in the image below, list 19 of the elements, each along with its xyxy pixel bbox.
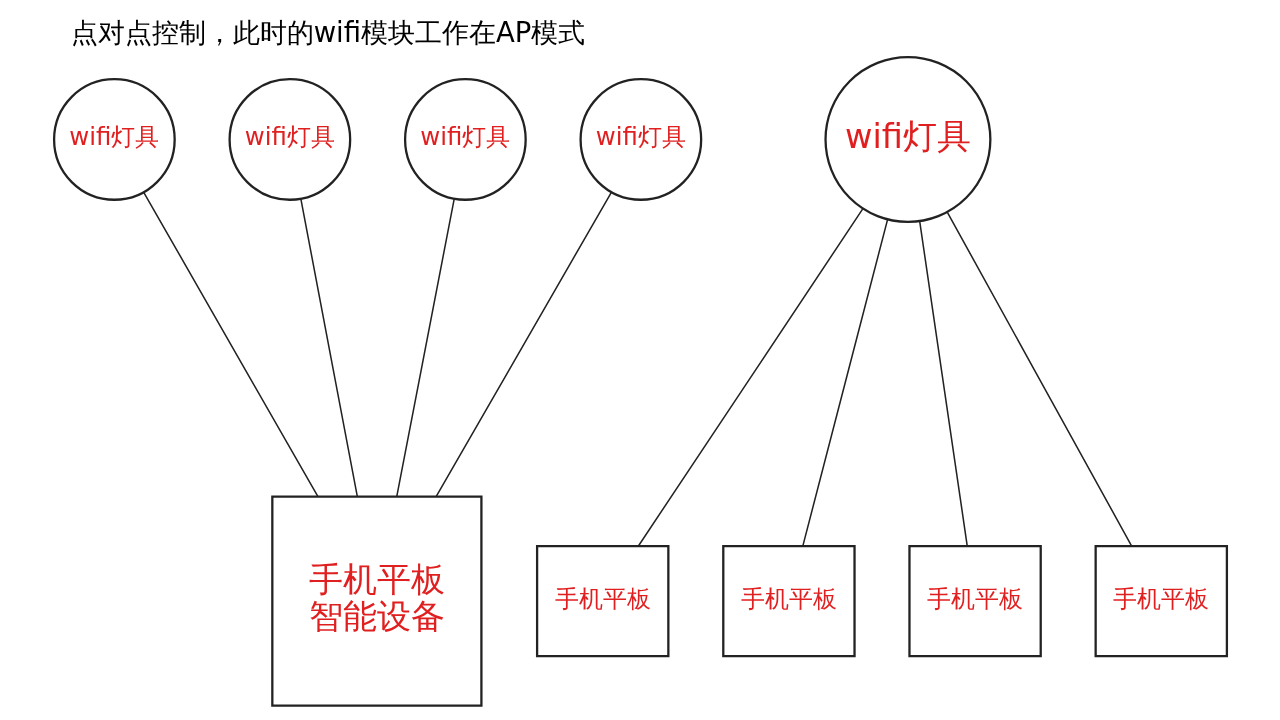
connector <box>801 219 888 547</box>
connector <box>946 211 1132 547</box>
diagram-title: 点对点控制，此时的wifi模块工作在AP模式 <box>70 17 585 49</box>
connector <box>435 191 612 498</box>
node-circle: wifi灯具 <box>403 78 527 201</box>
node-circle: wifi灯具 <box>227 78 351 201</box>
node-box: 手机平板 智能设备 <box>270 495 483 707</box>
connector <box>395 198 455 497</box>
node-box: 手机平板 <box>535 545 669 658</box>
node-box: 手机平板 <box>1094 545 1228 658</box>
node-box: 手机平板 <box>907 545 1042 658</box>
connector <box>918 220 968 547</box>
connector <box>299 198 358 497</box>
node-circle: wifi灯具 <box>578 78 702 201</box>
node-circle: wifi灯具 <box>52 78 176 201</box>
connector <box>142 191 319 498</box>
node-circle: wifi灯具 <box>823 55 991 224</box>
connector <box>637 207 864 547</box>
node-box: 手机平板 <box>721 545 856 658</box>
